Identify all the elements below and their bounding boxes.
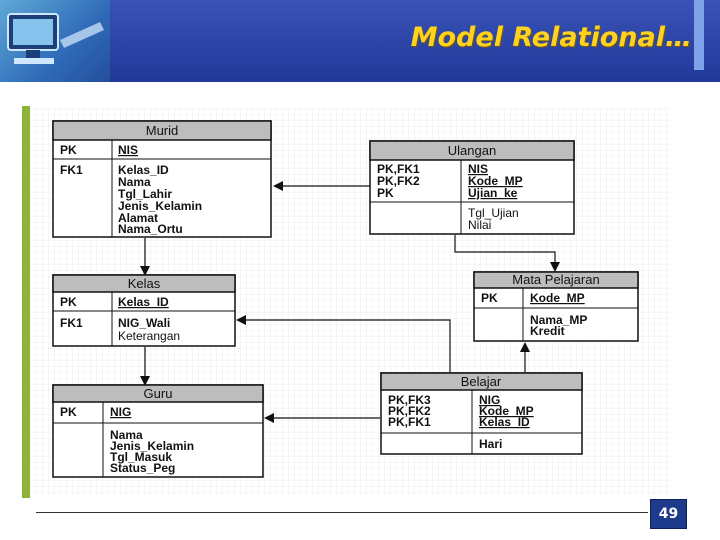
- attribute: Status_Peg: [110, 461, 175, 475]
- attribute: Kelas_ID: [118, 163, 169, 177]
- key-label: PK,FK2: [377, 174, 420, 188]
- monitor-icon: [7, 13, 104, 64]
- fk-label: FK1: [60, 316, 83, 330]
- entity-title: Ulangan: [448, 143, 496, 158]
- attribute: Nama: [110, 428, 143, 442]
- attribute: Jenis_Kelamin: [110, 439, 194, 453]
- entity-title: Guru: [144, 386, 173, 401]
- attribute: Alamat: [118, 211, 158, 225]
- key-field: NIS: [468, 162, 488, 176]
- key-label: PK,FK2: [388, 404, 431, 418]
- attribute: Jenis_Kelamin: [118, 199, 202, 213]
- pk-field: Kelas_ID: [118, 295, 169, 309]
- belajar-kelas-arrow: [236, 315, 451, 372]
- key-label: PK,FK1: [388, 415, 431, 429]
- entity-kelas: Kelas PK Kelas_ID FK1 NIG_Wali Keteranga…: [52, 274, 236, 347]
- fk-label: FK1: [60, 163, 83, 177]
- key-field: NIG: [479, 393, 500, 407]
- attribute: Nama_Ortu: [118, 222, 183, 236]
- slide-title: Model Relational…: [410, 22, 692, 53]
- pk-field: Kode_MP: [530, 291, 585, 305]
- entity-title: Kelas: [128, 276, 161, 291]
- key-field: Kelas_ID: [479, 415, 530, 429]
- attribute: Keterangan: [118, 329, 180, 343]
- key-label: PK,FK3: [388, 393, 431, 407]
- key-field: Ujian_ke: [468, 186, 518, 200]
- attribute: Nilai: [468, 218, 491, 232]
- pk-field: NIS: [118, 143, 138, 157]
- computer-logo-icon: [0, 0, 110, 82]
- accent-bar: [22, 106, 30, 498]
- pk-label: PK: [481, 291, 498, 305]
- slide-header: Model Relational…: [0, 0, 720, 82]
- attribute: Tgl_Masuk: [110, 450, 172, 464]
- entity-murid: Murid PK NIS FK1 Kelas_ID Nama Tgl_Lahir…: [52, 120, 272, 238]
- pk-label: PK: [60, 405, 77, 419]
- header-stripe: [694, 0, 704, 70]
- pk-label: PK: [60, 295, 77, 309]
- attribute: Nama: [118, 175, 151, 189]
- relationship-lines: [140, 181, 560, 423]
- key-field: Kode_MP: [468, 174, 523, 188]
- key-field: Kode_MP: [479, 404, 534, 418]
- attribute: Hari: [479, 437, 502, 451]
- key-label: PK,FK1: [377, 162, 420, 176]
- entity-title: Murid: [146, 123, 179, 138]
- entity-mata-pelajaran: Mata Pelajaran PK Kode_MP Nama_MP Kredit: [473, 271, 639, 342]
- page-number: 49: [650, 499, 687, 529]
- key-label: PK: [377, 186, 394, 200]
- pk-label: PK: [60, 143, 77, 157]
- entity-guru: Guru PK NIG Nama Jenis_Kelamin Tgl_Masuk…: [52, 384, 264, 478]
- attribute: NIG_Wali: [118, 316, 170, 330]
- attribute: Tgl_Ujian: [468, 206, 519, 220]
- pk-field: NIG: [110, 405, 131, 419]
- attribute: Tgl_Lahir: [118, 187, 172, 201]
- entity-title: Belajar: [461, 374, 502, 389]
- entity-title: Mata Pelajaran: [512, 272, 599, 287]
- attribute: Kredit: [530, 324, 565, 338]
- entity-belajar: Belajar PK,FK3 PK,FK2 PK,FK1 NIG Kode_MP…: [380, 372, 583, 455]
- ulangan-matapelajaran-arrow: [454, 235, 560, 272]
- attribute: Nama_MP: [530, 313, 587, 327]
- entity-ulangan: Ulangan PK,FK1 PK,FK2 PK NIS Kode_MP Uji…: [369, 140, 575, 235]
- footer-divider: [36, 512, 648, 513]
